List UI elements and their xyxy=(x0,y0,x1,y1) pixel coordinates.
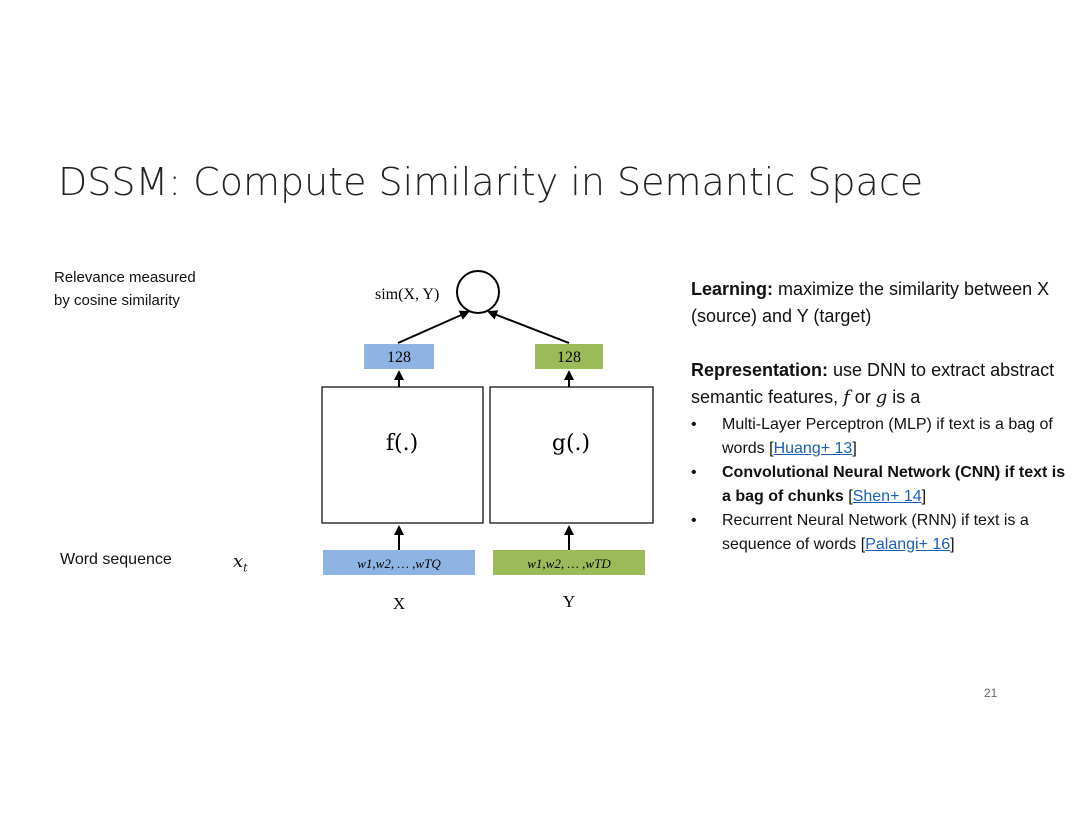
left-to-sim-arrow xyxy=(397,310,470,344)
citation-link[interactable]: Huang+ 13 xyxy=(773,440,853,457)
right-input-label: w1,w2, … ,wTD xyxy=(527,556,611,571)
list-item-mlp: Multi-Layer Perceptron (MLP) if text is … xyxy=(691,413,1071,461)
representation-heading: Representation: xyxy=(691,360,829,380)
relevance-note-line-2: by cosine similarity xyxy=(54,292,180,309)
right-input-box xyxy=(493,550,645,575)
xt-symbol: xt xyxy=(233,551,248,575)
list-item-text: Multi-Layer Perceptron (MLP) if text is … xyxy=(722,416,1053,457)
y-label: Y xyxy=(563,592,575,611)
slide-title: DSSM: Compute Similarity in Semantic Spa… xyxy=(58,160,924,204)
sim-label: sim(X, Y) xyxy=(375,286,439,303)
representation-f: f xyxy=(843,387,850,408)
word-sequence-label: Word sequence xyxy=(60,551,172,568)
citation-link[interactable]: Palangi+ 16 xyxy=(865,536,951,553)
left-input-label: w1,w2, … ,wTQ xyxy=(357,556,441,571)
learning-body: maximize the similarity between X (sourc… xyxy=(691,279,1050,326)
list-item-text: Convolutional Neural Network (CNN) if te… xyxy=(722,464,1066,505)
relevance-note-line-1: Relevance measured xyxy=(54,269,196,286)
representation-g: g xyxy=(875,387,888,408)
list-item-cnn: Convolutional Neural Network (CNN) if te… xyxy=(691,461,1071,509)
learning-heading: Learning: xyxy=(691,279,774,299)
right-function-label: g(.) xyxy=(552,431,590,456)
learning-paragraph: Learning: maximize the similarity betwee… xyxy=(691,276,1071,330)
right-network-box xyxy=(489,386,654,524)
left-network-box xyxy=(321,386,484,524)
dnn-type-list: Multi-Layer Perceptron (MLP) if text is … xyxy=(691,413,1071,557)
similarity-node xyxy=(456,270,500,314)
left-vector-box xyxy=(364,344,434,369)
list-item-rnn: Recurrent Neural Network (RNN) if text i… xyxy=(691,509,1071,557)
representation-or: or xyxy=(849,387,876,407)
explanation-panel: Learning: maximize the similarity betwee… xyxy=(691,276,1071,557)
right-to-sim-arrow xyxy=(487,310,570,344)
left-function-label: f(.) xyxy=(386,431,418,456)
right-vector-box xyxy=(535,344,603,369)
right-vector-label: 128 xyxy=(557,349,581,366)
representation-paragraph: Representation: use DNN to extract abstr… xyxy=(691,357,1071,411)
relevance-note: Relevance measured by cosine similarity xyxy=(54,266,196,312)
x-label: X xyxy=(393,594,405,613)
representation-body-1: use DNN to extract abstract semantic fea… xyxy=(691,360,1055,407)
xt-subscript: t xyxy=(243,561,248,575)
list-item-text: Recurrent Neural Network (RNN) if text i… xyxy=(722,512,1029,553)
citation-link[interactable]: Shen+ 14 xyxy=(852,488,922,505)
representation-body-2: is a xyxy=(887,387,921,407)
left-vector-label: 128 xyxy=(387,349,411,366)
page-number: 21 xyxy=(984,686,998,700)
xt-base: x xyxy=(233,551,244,572)
left-input-box xyxy=(323,550,475,575)
